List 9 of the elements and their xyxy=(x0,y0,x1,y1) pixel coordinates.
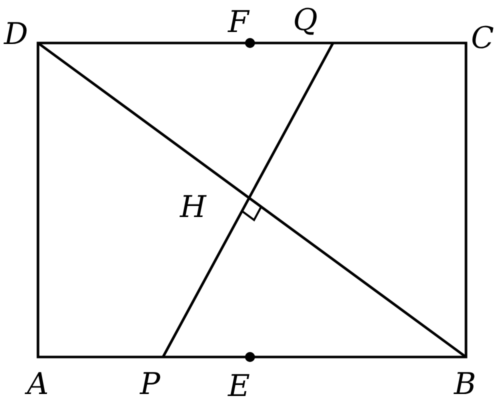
point-label: F xyxy=(228,8,249,38)
point-label: C xyxy=(471,24,494,54)
point-label: H xyxy=(180,193,206,223)
point-label: D xyxy=(4,20,28,50)
point-label: B xyxy=(454,370,476,400)
point-label: P xyxy=(140,370,160,400)
point-label: Q xyxy=(293,6,318,36)
point-label: E xyxy=(228,372,250,402)
point-label: A xyxy=(27,370,49,400)
